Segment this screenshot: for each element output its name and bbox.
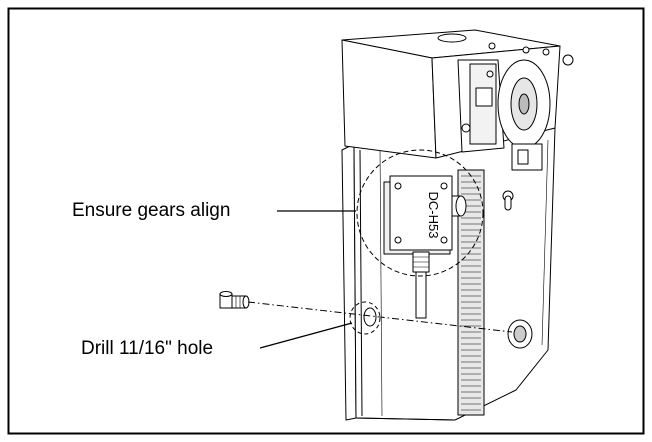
hole-detail-circle <box>349 301 381 335</box>
motor-housing-front <box>341 39 437 159</box>
pulley-axle <box>518 93 530 115</box>
module-screw <box>440 182 448 190</box>
panel-edge-line <box>541 139 549 346</box>
bolt-head <box>461 123 471 133</box>
housing-boss <box>437 33 467 43</box>
cable-conduit <box>415 271 427 319</box>
fitting-alignment-line <box>247 301 513 333</box>
callout-drill-hole: Drill 11/16" hole <box>81 338 214 359</box>
gear-knob <box>451 195 467 217</box>
panel-edge-line <box>379 147 383 417</box>
operator-unit <box>219 29 574 421</box>
gear-detail-circle <box>356 149 484 277</box>
conduit-fitting <box>219 291 250 309</box>
keyhole-slot <box>502 190 514 211</box>
drill-leader-line <box>259 322 353 349</box>
bolt-head <box>488 42 496 50</box>
module-screw <box>440 236 448 244</box>
sensor-label: DC-H53 <box>426 192 441 239</box>
bolt-head <box>562 54 574 66</box>
body-front-panel <box>353 127 556 421</box>
knockout-hole <box>363 307 377 327</box>
limit-switch-detail <box>517 149 529 165</box>
bolt-head <box>486 70 494 78</box>
callout-ensure-gears-align: Ensure gears align <box>72 200 231 221</box>
panel-edge-line <box>355 417 456 421</box>
bolt-head <box>542 48 550 56</box>
module-screw <box>394 236 402 244</box>
gland-thread <box>413 256 429 268</box>
gear-block-inner <box>475 87 493 107</box>
bolt-head <box>522 46 530 54</box>
grommet <box>507 319 533 349</box>
diagram-frame <box>7 7 645 435</box>
module-screw <box>394 182 402 190</box>
